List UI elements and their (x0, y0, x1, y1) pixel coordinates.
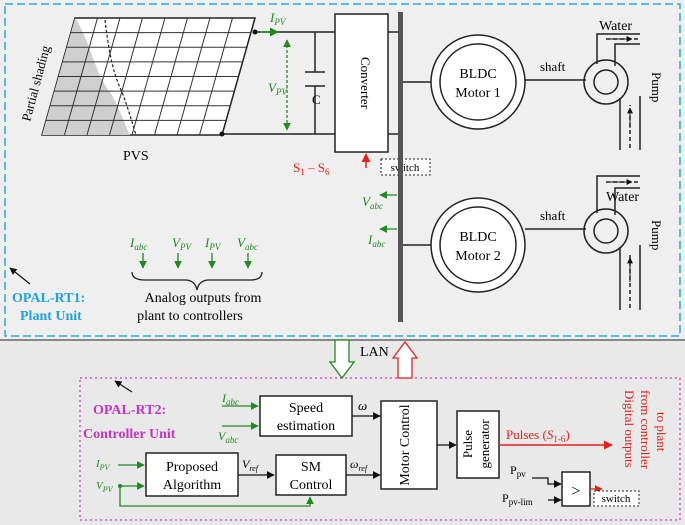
capacitor-label: C (312, 92, 321, 107)
speed-line2: estimation (277, 419, 335, 434)
vpv-label: VPV (268, 80, 288, 97)
pump1-label: Pump (649, 72, 664, 102)
sm-line2: Control (290, 478, 333, 493)
sig-iabc-label: Iabc (129, 235, 147, 252)
pv-label: PVS (123, 149, 149, 164)
controller-unit-subtitle: Controller Unit (83, 427, 176, 442)
motor-control-label: Motor Control (398, 404, 413, 485)
plant-unit-pointer (9, 267, 31, 285)
converter-label: Converter (358, 57, 373, 110)
pv-terminal-bottom (219, 131, 225, 137)
ctrl-ipv-label: IPV (95, 458, 111, 472)
lan-label: LAN (360, 345, 389, 360)
plant-switch-box (380, 158, 431, 176)
controller-switch-label: switch (602, 493, 631, 505)
controller-unit-title: OPAL-RT2: (93, 403, 166, 418)
plant-unit-title: OPAL-RT1: (12, 291, 85, 306)
motor2-inner (439, 206, 517, 284)
pump1 (583, 33, 641, 150)
sm-line1: SM (301, 460, 322, 475)
comparator-block (561, 471, 591, 507)
sig-vabc-label: Vabc (237, 235, 258, 252)
proposed-algorithm-block (145, 452, 239, 497)
sm-control-block (275, 454, 347, 496)
plant-unit-subtitle: Plant Unit (20, 309, 82, 324)
iabc-label: Iabc (367, 232, 385, 249)
digital-line3: to plant (654, 412, 669, 452)
converter-block (334, 13, 389, 153)
vpv-feedback-wire (119, 486, 314, 507)
vabc-label: Vabc (362, 194, 383, 211)
pulses-label: Pulses (S1-6) (506, 427, 570, 444)
ctrl-vpv-label: VPV (96, 480, 114, 494)
ipv-label: IPV (269, 10, 287, 27)
lan-down-arrow (328, 339, 356, 380)
plant-unit-border (4, 3, 681, 337)
pulse-generator-block (456, 410, 500, 479)
digital-line1: Digital outputs (622, 390, 637, 468)
motor2-line1: BLDC (459, 230, 496, 245)
analog-brace (131, 271, 263, 291)
speed-line1: Speed (289, 401, 323, 416)
pv-array (41, 17, 256, 136)
lan-up-arrow (391, 340, 419, 379)
motor2-line2: Motor 2 (455, 249, 501, 264)
analog-line2: plant to controllers (137, 309, 243, 324)
pv-terminal-top (252, 29, 258, 35)
omega-ref-label: ωref (350, 457, 369, 473)
ctrl-vabc-label: Vabc (218, 429, 238, 445)
pulse-gen-line1: Pulse (460, 430, 475, 458)
analog-signal-arrows (139, 253, 252, 269)
comparator-label: > (571, 483, 580, 500)
controller-unit-pointer (114, 380, 133, 393)
vref-label: Vref (242, 457, 260, 473)
pump2-label: Pump (649, 220, 664, 250)
motor1-inner (439, 43, 517, 121)
proposed-line1: Proposed (166, 460, 218, 475)
ctrl-iabc-label: Iabc (221, 391, 239, 407)
omega-label: ω (358, 398, 367, 413)
plant-switch-label: switch (391, 162, 420, 174)
sig-ipv-label: IPV (204, 235, 222, 252)
controller-switch-box (593, 490, 640, 507)
pulse-gen-line2: generator (477, 419, 492, 469)
water1-label: Water (599, 19, 632, 34)
proposed-line2: Algorithm (163, 478, 221, 493)
s1-s6-label: S1 – S6 (293, 160, 330, 177)
ppv-label: Ppv (510, 463, 526, 479)
motor1-line1: BLDC (459, 67, 496, 82)
speed-estimation-block (259, 395, 353, 437)
shaft2-label: shaft (540, 208, 566, 223)
controller-unit-border (79, 377, 681, 521)
sig-vpv-label: VPV (172, 235, 192, 252)
shaft1-label: shaft (540, 59, 566, 74)
motor1-line2: Motor 1 (455, 86, 501, 101)
ac-bus (398, 12, 403, 322)
ppvlim-label: Ppv-lim (502, 491, 533, 507)
analog-line1: Analog outputs from (145, 291, 262, 306)
digital-line2: from controller (638, 390, 653, 470)
water2-label: Water (606, 190, 639, 205)
